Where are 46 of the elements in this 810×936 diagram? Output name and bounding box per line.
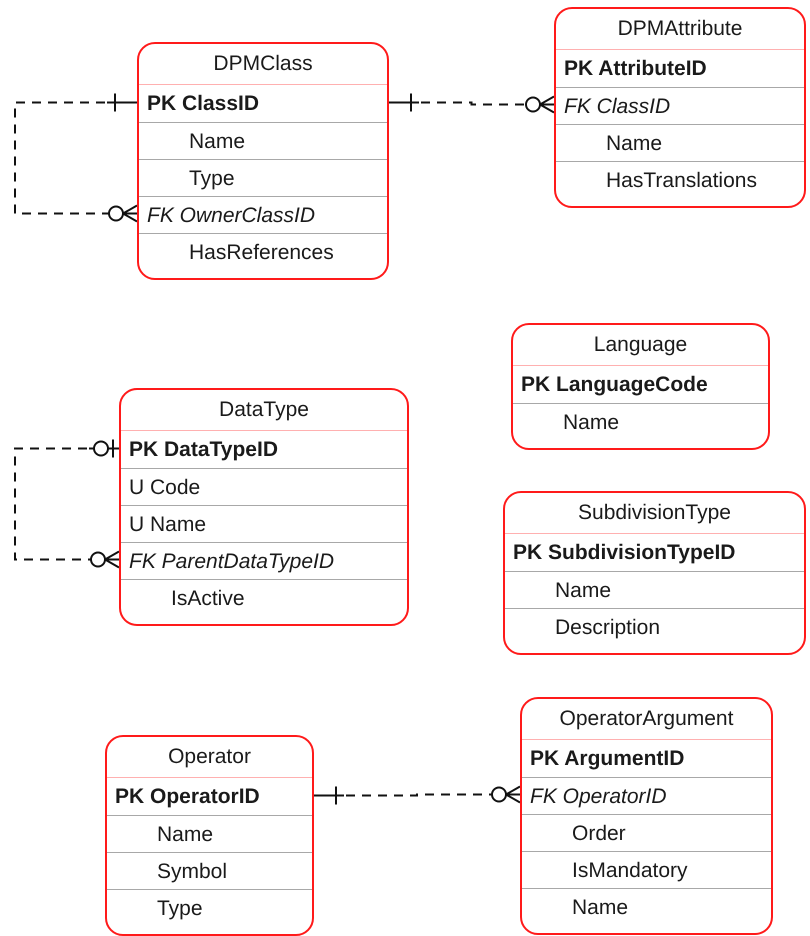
table-title: Language bbox=[513, 325, 768, 366]
entity-table bbox=[503, 491, 806, 655]
table-field: PK OperatorID bbox=[107, 778, 312, 815]
table-field: HasTranslations bbox=[556, 161, 804, 198]
entity-table bbox=[137, 42, 389, 280]
table-field: Name bbox=[556, 124, 804, 161]
table-title: OperatorArgument bbox=[522, 699, 771, 740]
table-field: PK LanguageCode bbox=[513, 366, 768, 403]
table-field: Name bbox=[522, 888, 771, 925]
relationship-line bbox=[14, 92, 138, 222]
table-field: PK ClassID bbox=[139, 85, 387, 122]
table-field: PK SubdivisionTypeID bbox=[505, 534, 804, 571]
table-field: FK ParentDataTypeID bbox=[121, 542, 407, 579]
entity-table bbox=[119, 388, 409, 626]
table-title: DPMClass bbox=[139, 44, 387, 85]
table-field: Order bbox=[522, 814, 771, 851]
table-title: Operator bbox=[107, 737, 312, 778]
table-field: Name bbox=[513, 403, 768, 440]
table-field: U Name bbox=[121, 505, 407, 542]
table-field: Description bbox=[505, 608, 804, 645]
table-field: Name bbox=[107, 815, 312, 852]
table-field: Type bbox=[139, 159, 387, 196]
table-field: IsActive bbox=[121, 579, 407, 616]
table-field: Name bbox=[505, 571, 804, 608]
table-field: Name bbox=[139, 122, 387, 159]
table-title: DPMAttribute bbox=[556, 9, 804, 50]
entity-table bbox=[511, 323, 770, 450]
relationship-line bbox=[313, 786, 521, 806]
table-title: DataType bbox=[121, 390, 407, 431]
table-field: PK ArgumentID bbox=[522, 740, 771, 777]
table-field: IsMandatory bbox=[522, 851, 771, 888]
table-field: FK OwnerClassID bbox=[139, 196, 387, 233]
table-field: FK ClassID bbox=[556, 87, 804, 124]
table-field: FK OperatorID bbox=[522, 777, 771, 814]
table-field: PK DataTypeID bbox=[121, 431, 407, 468]
table-field: Symbol bbox=[107, 852, 312, 889]
entity-table bbox=[554, 7, 806, 208]
entity-table bbox=[105, 735, 314, 936]
table-field: PK AttributeID bbox=[556, 50, 804, 87]
relationship-line bbox=[14, 438, 120, 568]
table-field: HasReferences bbox=[139, 233, 387, 270]
table-field: Type bbox=[107, 889, 312, 926]
entity-table bbox=[520, 697, 773, 935]
relationship-line bbox=[388, 92, 555, 114]
table-title: SubdivisionType bbox=[505, 493, 804, 534]
table-field: U Code bbox=[121, 468, 407, 505]
